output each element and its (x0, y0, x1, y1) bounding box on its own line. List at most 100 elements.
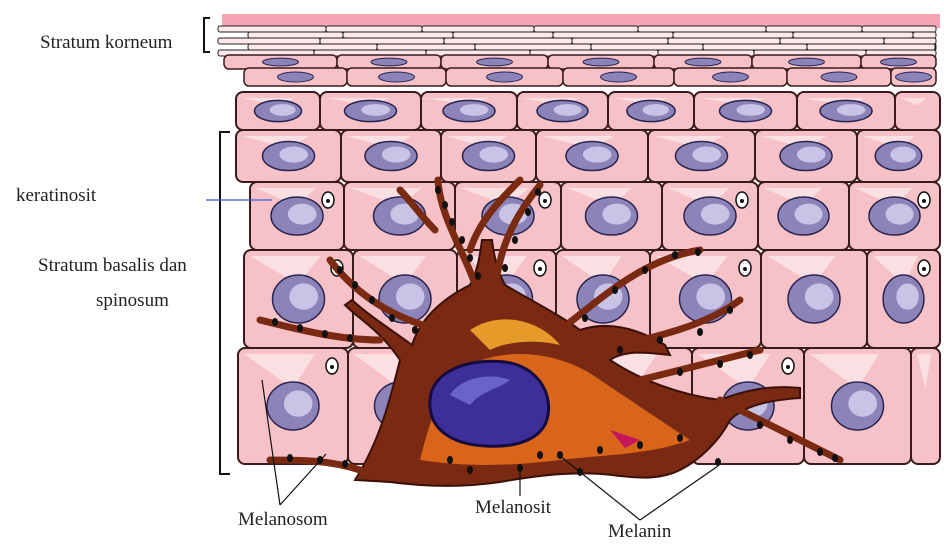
corneum-flat-cells (218, 26, 936, 86)
flat-cell-nucleus (477, 58, 513, 66)
corneum-flat-cell (534, 26, 638, 32)
corneum-flat-cell (326, 26, 422, 32)
keratinocyte-nucleus-core (361, 104, 390, 116)
keratinocyte-nucleus-core (701, 204, 730, 225)
corneum-flat-cell (475, 44, 591, 50)
label-melanin: Melanin (608, 522, 671, 541)
stratum-korneum-layers (218, 14, 940, 86)
keratinocyte-nucleus-core (837, 104, 866, 116)
keratinocyte-nucleus-core (797, 147, 826, 163)
flat-cell-nucleus (601, 72, 637, 82)
melanin-granule (727, 306, 733, 314)
flat-cell-nucleus (379, 72, 415, 82)
keratinocyte-nucleus-core (554, 104, 582, 116)
melanin-granule (352, 281, 358, 289)
melanosome-dot (786, 365, 790, 369)
corneum-flat-cell (343, 32, 453, 38)
keratinocyte-nucleus-core (288, 204, 317, 225)
melanin-granule (287, 454, 293, 462)
label-keratinosit: keratinosit (16, 186, 96, 205)
melanosome-dot (922, 199, 926, 203)
corneum-flat-cell (591, 44, 703, 50)
melanin-granule (637, 441, 643, 449)
korneum-bracket (204, 18, 210, 52)
melanin-granule (642, 266, 648, 274)
flat-cell-nucleus (896, 72, 932, 82)
melanin-granule (512, 236, 518, 244)
melanin-granule (442, 201, 448, 209)
melanin-granule (272, 318, 278, 326)
keratinocyte-nucleus-core (890, 147, 916, 163)
keratinocyte-nucleus-core (602, 204, 631, 225)
melanin-granule (342, 460, 348, 468)
flat-cell-nucleus (821, 72, 857, 82)
melanin-granule (695, 248, 701, 256)
label-melanosom: Melanosom (238, 510, 328, 529)
melanin-granule (697, 328, 703, 336)
melanin-granule (715, 458, 721, 466)
label-stratum-basalis-line1: Stratum basalis dan (38, 256, 187, 275)
melanin-granule (817, 448, 823, 456)
keratinocyte-nucleus-core (289, 283, 318, 309)
keratinocyte (895, 92, 940, 130)
corneum-flat-cell (453, 32, 553, 38)
keratinocyte-nucleus-core (848, 390, 877, 416)
corneum-flat-cell (884, 38, 936, 44)
melanin-granule (832, 454, 838, 462)
melanin-granule (617, 346, 623, 354)
corneum-flat-cell (913, 32, 936, 38)
melanin-granule (757, 421, 763, 429)
keratinocyte-nucleus-core (479, 147, 508, 163)
basalis-bracket (220, 132, 230, 474)
melanin-granule (297, 324, 303, 332)
melanin-granule (677, 434, 683, 442)
keratinocyte-nucleus-core (736, 104, 765, 116)
corneum-flat-cell (862, 26, 936, 32)
melanin-granule (597, 446, 603, 454)
melanosome-dot (743, 267, 747, 271)
corneum-flat-cell (807, 44, 935, 50)
melanin-granule (467, 466, 473, 474)
keratinocyte-nucleus-core (396, 283, 425, 309)
corneum-flat-cell (668, 38, 780, 44)
melanin-granule (459, 236, 465, 244)
melanin-granule (747, 351, 753, 359)
melanosome-dot (543, 199, 547, 203)
keratinocyte-nucleus-core (886, 204, 914, 225)
melanosome-dot (922, 267, 926, 271)
melanin-granule (582, 314, 588, 322)
melanin-granule (337, 266, 343, 274)
flat-cell-nucleus (881, 58, 917, 66)
melanosome-dot (740, 199, 744, 203)
melanin-granule (412, 326, 418, 334)
melanin-granule (657, 336, 663, 344)
flat-cell-nucleus (713, 72, 749, 82)
corneum-flat-cell (422, 26, 534, 32)
melanin-granule (525, 208, 531, 216)
melanin-granule (467, 254, 473, 262)
corneum-flat-cell (320, 38, 444, 44)
melanin-granule (435, 186, 441, 194)
keratinocyte-nucleus-core (805, 283, 834, 309)
melanin-granule (537, 451, 543, 459)
melanin-granule (369, 296, 375, 304)
melanin-granule (449, 218, 455, 226)
melanosome-dot (538, 267, 542, 271)
corneum-flat-cell (935, 44, 936, 50)
keratinocyte-nucleus-core (795, 204, 823, 225)
corneum-flat-cell (673, 32, 793, 38)
melanosome-dot (330, 365, 334, 369)
corneum-flat-cell (766, 26, 862, 32)
flat-cell-nucleus (583, 58, 619, 66)
keratinocyte-nucleus-core (583, 147, 612, 163)
melanosome-dot (326, 199, 330, 203)
melanin-granule (502, 264, 508, 272)
keratinocyte-nucleus-core (643, 104, 669, 116)
corneum-flat-cell (703, 44, 807, 50)
melanin-granule (347, 334, 353, 342)
melanin-granule (389, 314, 395, 322)
keratinocyte-nucleus-core (460, 104, 489, 116)
corneum-flat-cell (218, 38, 320, 44)
label-stratum-korneum: Stratum korneum (40, 33, 172, 52)
